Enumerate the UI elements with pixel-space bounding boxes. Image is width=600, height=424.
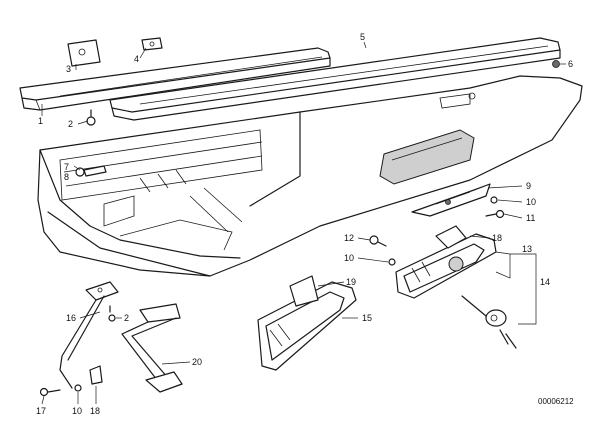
nut-18-lower <box>89 365 103 385</box>
glovebox-tray <box>37 75 583 277</box>
callout-labels: 1 2 3 4 5 6 7 8 9 10 11 12 10 18 13 14 1… <box>36 32 573 416</box>
callout-label: 10 <box>526 197 536 207</box>
callout-label: 10 <box>72 406 82 416</box>
screw-17 <box>39 387 61 397</box>
screw-7 <box>75 165 107 177</box>
screw-part <box>86 109 96 126</box>
key-part <box>461 295 517 349</box>
screw-12 <box>369 235 387 247</box>
callout-label: 12 <box>344 233 354 243</box>
callout-label: 3 <box>66 64 71 74</box>
callout-label: 10 <box>344 253 354 263</box>
bracket-part <box>67 39 101 67</box>
callout-label: 6 <box>568 59 573 69</box>
callout-label: 19 <box>346 277 356 287</box>
screw-2-lower <box>108 305 116 322</box>
callout-label: 14 <box>540 277 550 287</box>
washer-10-lower <box>74 384 82 392</box>
reference-code: 00006212 <box>538 397 574 406</box>
callout-label: 4 <box>134 54 139 64</box>
leader-lines <box>41 41 566 405</box>
washer-10-right <box>490 196 498 204</box>
callout-label: 11 <box>526 213 535 223</box>
callout-label: 15 <box>362 313 372 323</box>
clip-part <box>141 37 163 51</box>
callout-label: 2 <box>68 119 73 129</box>
clip-6 <box>552 60 560 68</box>
callout-label: 20 <box>192 357 202 367</box>
callout-label: 13 <box>522 244 532 254</box>
callout-label: 17 <box>36 406 46 416</box>
lock-assembly <box>395 225 497 299</box>
handle-part-15 <box>257 275 357 371</box>
callout-label: 16 <box>66 313 76 323</box>
hinge-part-9 <box>411 183 491 217</box>
callout-label: 5 <box>360 32 365 42</box>
screw-11 <box>485 209 505 219</box>
callout-label: 9 <box>526 181 531 191</box>
callout-label: 2 <box>124 313 129 323</box>
strut-part-16 <box>59 281 119 389</box>
lid-part <box>109 37 561 121</box>
callout-label: 7 <box>64 162 69 172</box>
callout-label: 1 <box>38 116 43 126</box>
washer-10-mid <box>388 258 396 266</box>
rail-part <box>19 47 331 111</box>
callout-label: 18 <box>90 406 100 416</box>
callout-label: 18 <box>492 233 502 243</box>
callout-label: 8 <box>64 172 69 182</box>
support-part-20 <box>121 303 183 393</box>
